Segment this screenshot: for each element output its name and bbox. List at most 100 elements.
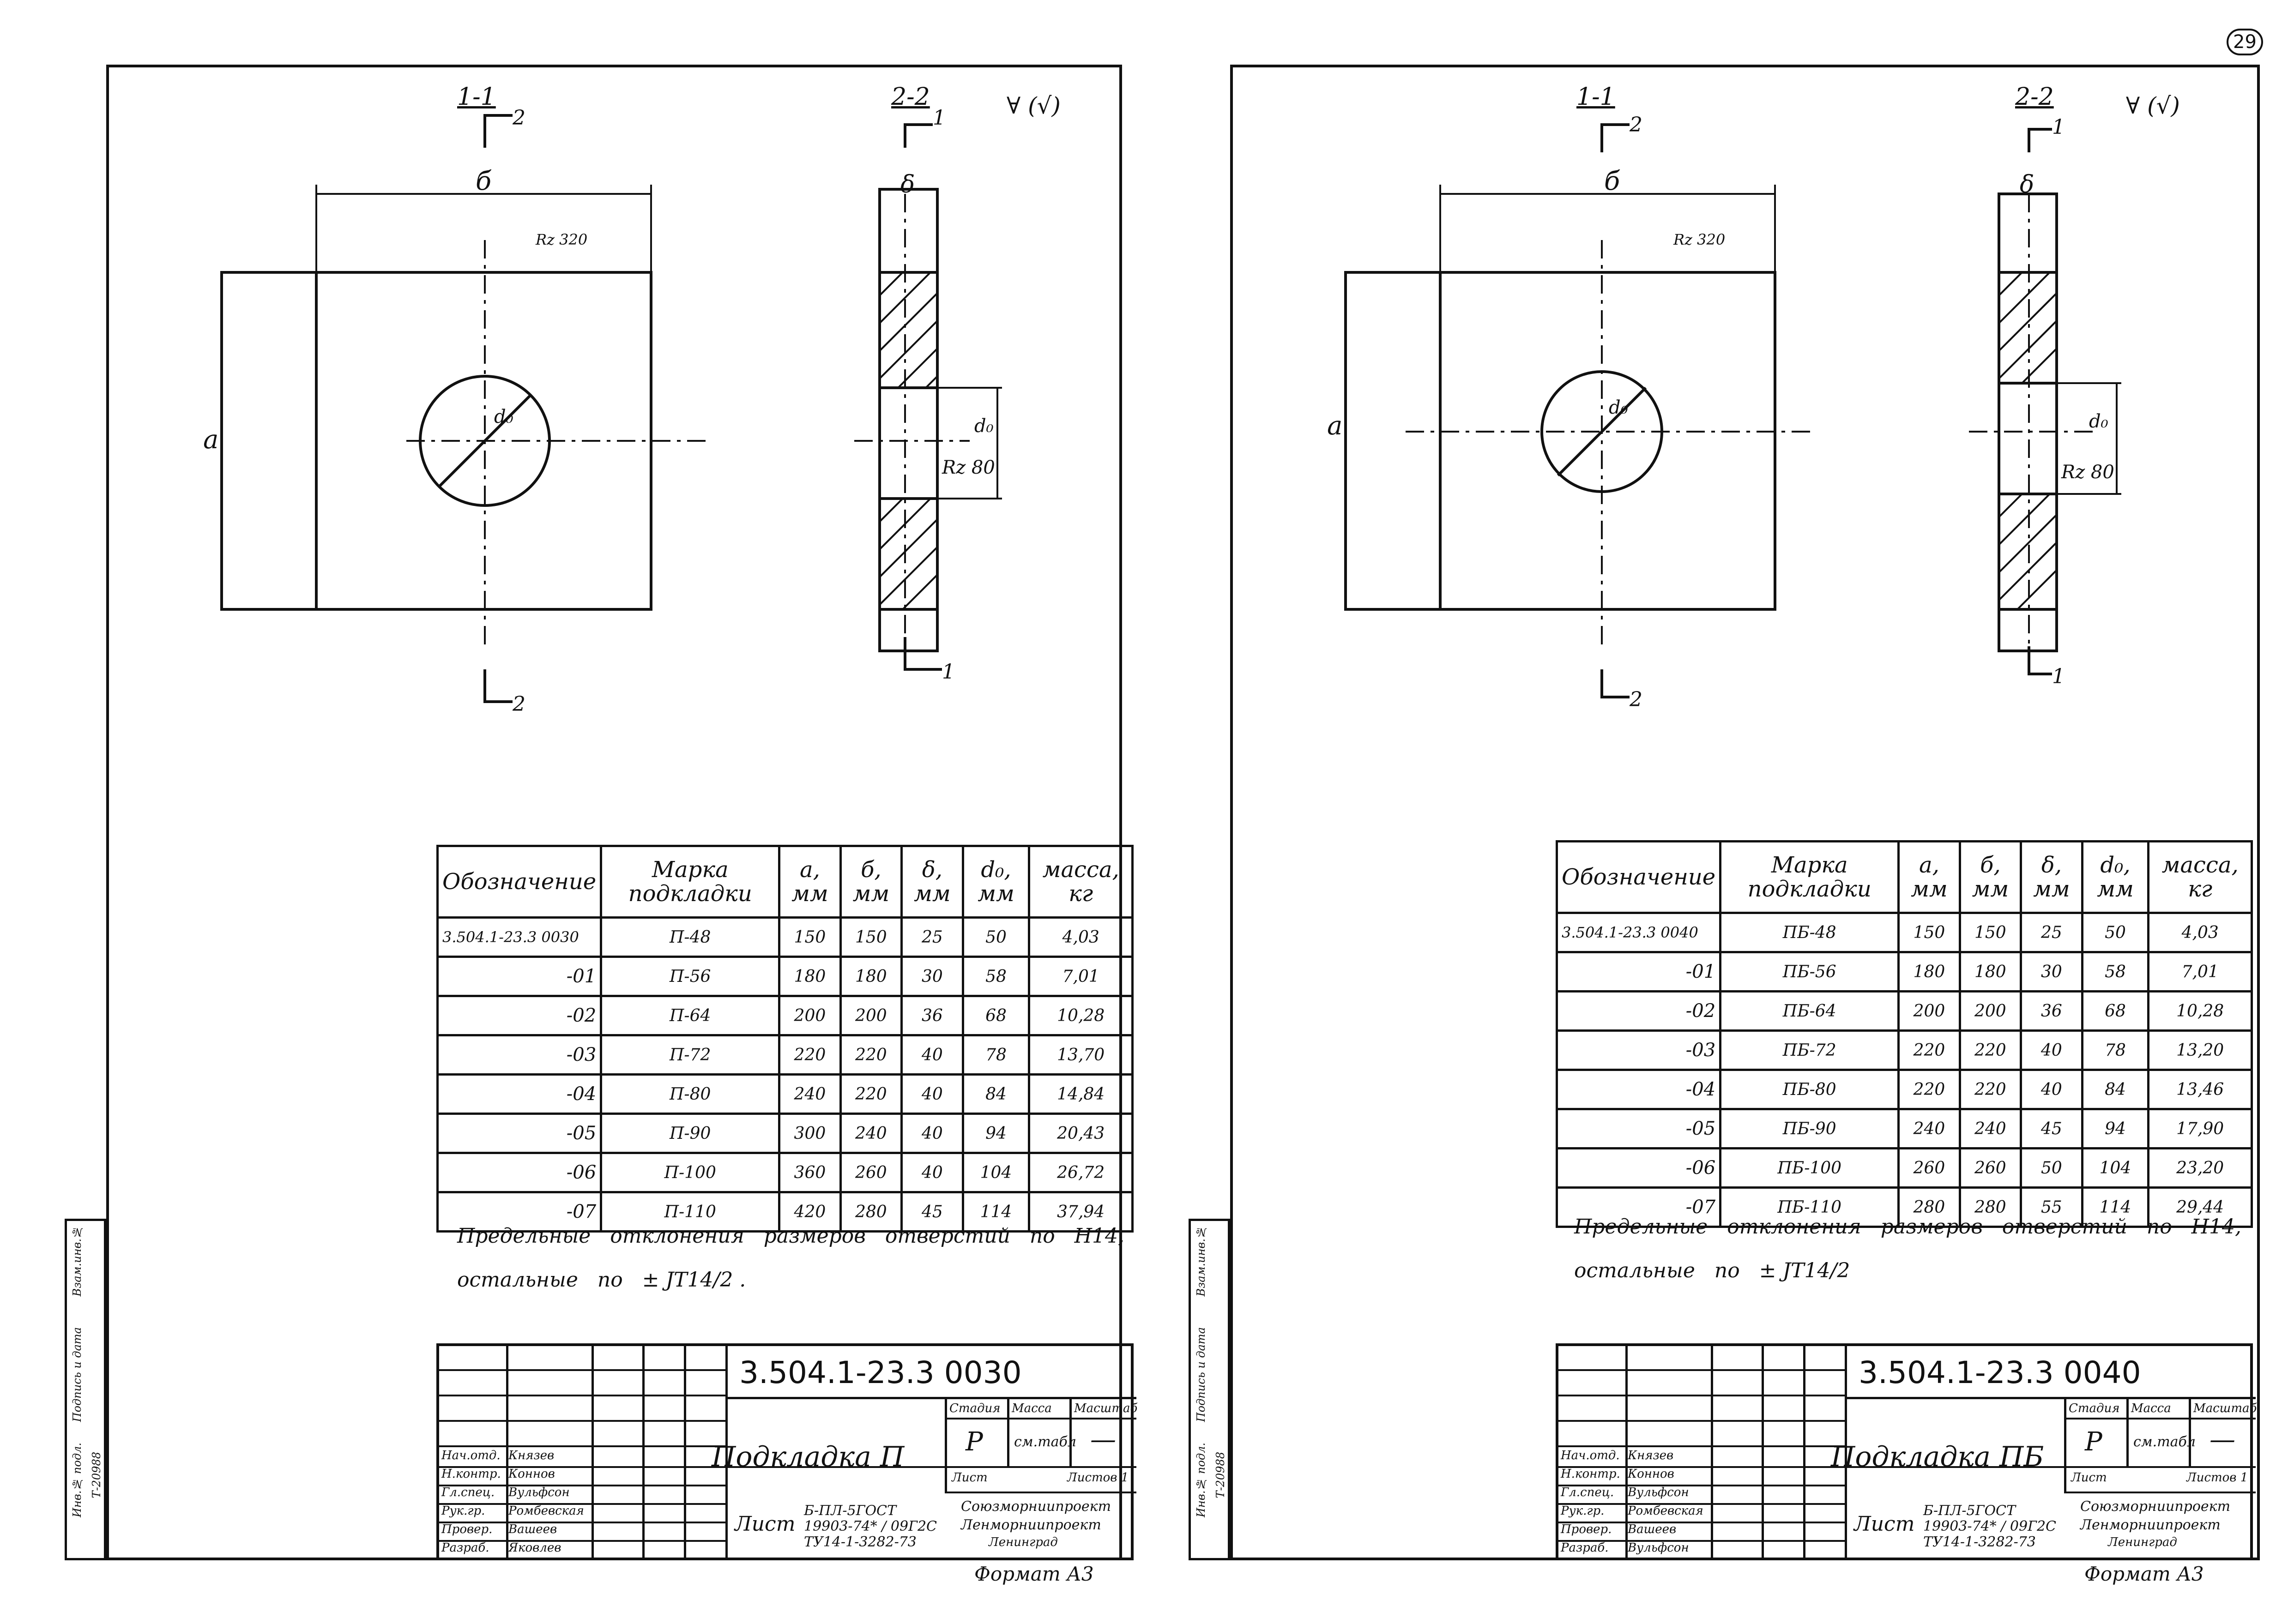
org: Ленморниипроект [961, 1517, 1101, 1533]
cell: 7,01 [1028, 956, 1134, 997]
cell: 280 [1958, 1186, 2022, 1228]
cell: -05 [1555, 1108, 1722, 1149]
cell: 50 [961, 916, 1031, 958]
cell: 13,70 [1028, 1034, 1134, 1076]
cell: 68 [2081, 990, 2150, 1032]
dimension-d0: d₀ [1609, 397, 1628, 418]
cell: 84 [2081, 1069, 2150, 1110]
role: Провер. [441, 1522, 493, 1536]
cell: 4,03 [2147, 912, 2253, 953]
cell: 200 [1958, 990, 2022, 1032]
cell: П-64 [600, 995, 781, 1036]
cell: 180 [1897, 951, 1961, 992]
drawing-title: Подкладка ПБ [1831, 1441, 2044, 1473]
drawing-title: Подкладка П [712, 1441, 905, 1473]
cell: 300 [778, 1113, 842, 1154]
cell: П-100 [600, 1152, 781, 1193]
title-block: Нач.отд.Князев Н.контр.Коннов Гл.спец.Ву… [436, 1343, 1137, 1560]
document-code: 3.504.1-23.3 0030 [725, 1346, 1136, 1399]
cell: 180 [839, 956, 903, 997]
cell: 150 [1897, 912, 1961, 953]
plate-drawing: 1-1 2 2 2-2 1 1 ∀ (√) Rz 320 Rz 80 б а δ… [1147, 0, 2294, 1624]
dimension-d0: d₀ [2089, 411, 2108, 432]
side-label: Инв.№ подл. [1195, 1443, 1207, 1517]
org: Ленморниипроект [2080, 1517, 2221, 1533]
cell: 7,01 [2147, 951, 2253, 992]
cell: -07 [1555, 1186, 1722, 1228]
cell: 4,03 [1028, 916, 1134, 958]
roughness-symbol: ∀ (√) [1007, 92, 1061, 119]
cell: 150 [778, 916, 842, 958]
cell: 220 [1897, 1069, 1961, 1110]
note-line: остальные по ± JT14/2 . [457, 1268, 746, 1292]
cell: 200 [1897, 990, 1961, 1032]
specification-table: Обозначение Марка подкладки а, мм б, мм … [436, 845, 1134, 1233]
cell: П-72 [600, 1034, 781, 1076]
cell: -07 [436, 1191, 603, 1233]
cell: 3.504.1-23.3 0030 [436, 916, 603, 958]
col-header: Марка подкладки [1719, 840, 1900, 914]
format-label: Формат А3 [974, 1563, 1094, 1585]
cell: 25 [2020, 912, 2083, 953]
cell: 58 [961, 956, 1031, 997]
cell: 150 [1958, 912, 2022, 953]
cell: ПБ-80 [1719, 1069, 1900, 1110]
cell: 23,20 [2147, 1147, 2253, 1189]
cell: ПБ-110 [1719, 1186, 1900, 1228]
material: Б-ПЛ-5ГОСТ 19903-74* / 09Г2С ТУ14-1-3282… [804, 1503, 937, 1550]
role: Провер. [1561, 1522, 1612, 1536]
cell: 150 [839, 916, 903, 958]
cell: 78 [2081, 1029, 2150, 1071]
col-header: б, мм [1958, 840, 2022, 914]
role: Нач.отд. [441, 1449, 501, 1462]
cell: 36 [2020, 990, 2083, 1032]
side-stamp: Взам.инв.№ Подпись и дата Инв.№ подл. Т-… [1189, 1219, 1230, 1560]
cell: 45 [900, 1191, 964, 1233]
sheets-label: Листов 1 [2186, 1471, 2248, 1485]
cell: 37,94 [1028, 1191, 1134, 1233]
cell: ПБ-100 [1719, 1147, 1900, 1189]
cell: -06 [1555, 1147, 1722, 1189]
cell: 40 [900, 1152, 964, 1193]
cell: 40 [900, 1073, 964, 1115]
plate-front-view [1344, 271, 1776, 611]
roughness-hole: Rz 80 [2061, 462, 2114, 483]
section-mark: 2 [513, 692, 525, 716]
cell: -04 [1555, 1069, 1722, 1110]
cell: ПБ-64 [1719, 990, 1900, 1032]
dimension-a: а [1327, 411, 1343, 441]
dimension-d0: d₀ [974, 415, 994, 437]
name: Ромбевская [1628, 1504, 1703, 1518]
section-label-1-1: 1-1 [1576, 83, 1615, 111]
role: Гл.спец. [441, 1486, 495, 1499]
name: Князев [508, 1449, 555, 1462]
role: Разраб. [441, 1541, 489, 1555]
col-header: Обозначение [436, 845, 603, 919]
cell: 104 [2081, 1147, 2150, 1189]
sheet-label: Лист [1854, 1512, 1915, 1536]
cell: 360 [778, 1152, 842, 1193]
dimension-d0: d₀ [494, 406, 513, 427]
page-number: 29 [2227, 29, 2263, 55]
cell: 10,28 [1028, 995, 1134, 1036]
cell: 180 [778, 956, 842, 997]
cell: 240 [1958, 1108, 2022, 1149]
cell: 260 [1958, 1147, 2022, 1189]
cell: 3.504.1-23.3 0040 [1555, 912, 1722, 953]
cell: 50 [2020, 1147, 2083, 1189]
col-header: δ, мм [2020, 840, 2083, 914]
cell: 13,46 [2147, 1069, 2253, 1110]
org: Союзморниипроект [961, 1498, 1111, 1515]
roughness-symbol: ∀ (√) [2126, 92, 2180, 119]
stage-value: Р [2085, 1427, 2102, 1457]
cell: 40 [2020, 1029, 2083, 1071]
format-label: Формат А3 [2084, 1563, 2204, 1585]
material: Б-ПЛ-5ГОСТ 19903-74* / 09Г2С ТУ14-1-3282… [1923, 1503, 2057, 1550]
